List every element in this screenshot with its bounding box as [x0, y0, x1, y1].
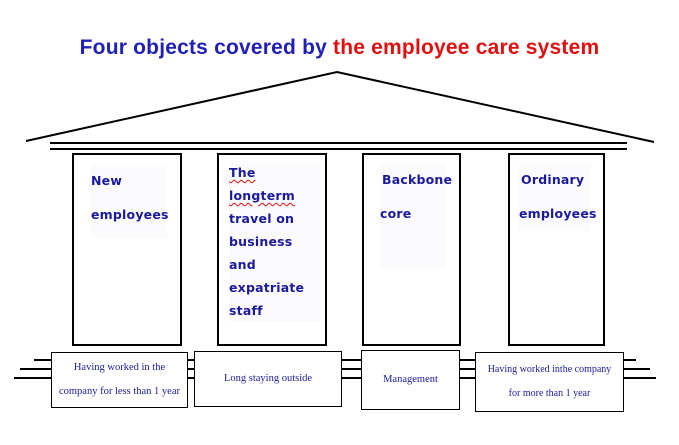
base-4-line-1: Having worked inthe company [487, 364, 612, 375]
pillar-2-line-5: staff [229, 303, 263, 318]
pillar-text-backbone-core: Backbone core [380, 163, 453, 269]
base-3-line-1: Management [383, 374, 438, 385]
pillar-2-line-4: expatriate [229, 280, 305, 295]
title-prefix: Four objects covered by [79, 36, 327, 59]
pillar-2-line-1: The longterm [229, 165, 295, 203]
base-1-line-1: Having worked in the [73, 362, 166, 373]
title-highlight: the employee care system [333, 36, 600, 59]
pillar-4-line-2: employees [519, 206, 597, 221]
base-1-line-2: company for less than 1 year [58, 386, 180, 397]
pillar-4-line-1: Ordinary [521, 172, 585, 187]
pillar-text-ordinary-employees: Ordinary employees [519, 163, 597, 231]
base-less-than-1-year: Having worked in the company for less th… [51, 352, 188, 408]
roof-outline [25, 70, 655, 143]
pillar-3-line-2: core [380, 206, 412, 221]
base-long-staying-outside: Long staying outside [194, 351, 342, 407]
pillar-1-line-1: New [91, 173, 123, 188]
pillar-2-line-3: business and [229, 234, 293, 272]
base-more-than-1-year: Having worked inthe company for more tha… [475, 352, 624, 412]
base-2-line-1: Long staying outside [223, 373, 313, 384]
pillar-text-longterm-travel: The longterm travel on business and expa… [229, 161, 321, 322]
pillar-text-new-employees: New employees [91, 164, 169, 238]
pillar-3-line-1: Backbone [382, 172, 453, 187]
base-management: Management [361, 350, 460, 410]
pillar-2-line-2: travel on [229, 211, 295, 226]
diagram-title: Four objects covered by the employee car… [0, 36, 679, 60]
pillar-1-line-2: employees [91, 207, 169, 222]
base-4-line-2: for more than 1 year [508, 388, 591, 399]
